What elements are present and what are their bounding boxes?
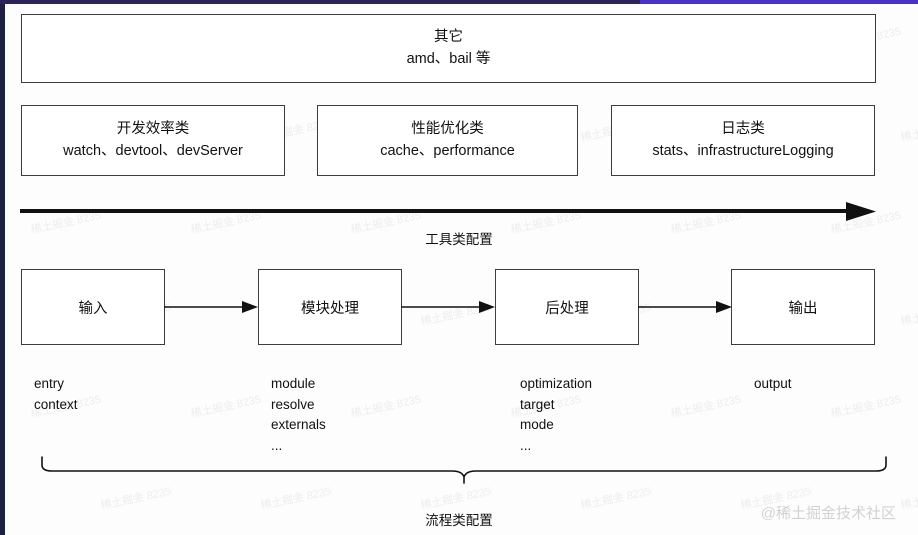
brace-icon <box>41 456 887 484</box>
category-items: stats、infrastructureLogging <box>652 142 834 159</box>
category-title: 日志类 <box>721 120 765 137</box>
flow-arrow-icon <box>164 301 258 313</box>
flow-node-input: 输入 <box>21 269 165 345</box>
option-list-input: entry context <box>34 376 78 412</box>
window-top-strip <box>0 0 918 4</box>
window-top-accent-strip <box>640 0 918 4</box>
axis-label: 工具类配置 <box>425 232 493 247</box>
category-box-dev-efficiency: 开发效率类 watch、devtool、devServer <box>21 105 285 176</box>
flow-arrow-icon <box>401 301 495 313</box>
category-title: 开发效率类 <box>116 120 190 137</box>
flow-node-output: 输出 <box>731 269 875 345</box>
flow-node-label: 模块处理 <box>301 300 359 317</box>
category-title: 性能优化类 <box>411 120 484 137</box>
flow-node-label: 输出 <box>788 300 818 317</box>
window-left-strip <box>0 4 5 535</box>
category-box-performance: 性能优化类 cache、performance <box>317 105 578 176</box>
flow-node-module-processing: 模块处理 <box>258 269 402 345</box>
option-list-module: module resolve externals ... <box>271 376 326 453</box>
flow-arrow-icon <box>638 301 732 313</box>
category-box-logging: 日志类 stats、infrastructureLogging <box>611 105 875 176</box>
flow-node-label: 输入 <box>78 300 108 317</box>
option-list-post: optimization target mode ... <box>520 376 593 453</box>
category-box-other: 其它 amd、bail 等 <box>21 14 876 83</box>
category-items: amd、bail 等 <box>406 50 491 67</box>
brace-label: 流程类配置 <box>425 513 493 528</box>
option-list-output: output <box>754 376 792 391</box>
brand-watermark: @稀土掘金技术社区 <box>760 505 896 522</box>
category-items: cache、performance <box>380 142 515 159</box>
flow-node-post-processing: 后处理 <box>495 269 639 345</box>
category-items: watch、devtool、devServer <box>63 142 243 159</box>
axis-arrow-icon <box>20 202 876 221</box>
category-title: 其它 <box>434 28 463 45</box>
flow-node-label: 后处理 <box>545 300 589 317</box>
